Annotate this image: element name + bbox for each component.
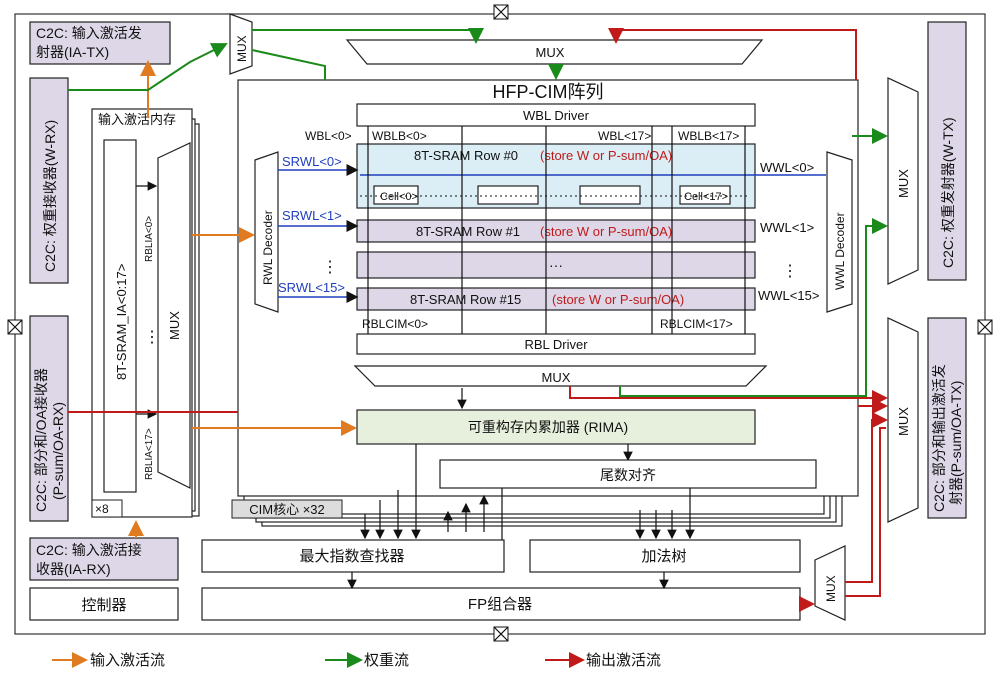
wwl-decoder-label: WWL Decoder xyxy=(833,212,847,290)
max-exp-label: 最大指数查找器 xyxy=(299,548,404,565)
ia-rx-label-2: 收器(IA-RX) xyxy=(36,561,111,577)
psum-tx-label-2: 射器(P-sum/OA-TX) xyxy=(948,381,964,505)
ia-mux-label: MUX xyxy=(167,311,182,340)
row0-label: 8T-SRAM Row #0 xyxy=(414,148,518,163)
legend-weight: 权重流 xyxy=(364,652,409,669)
mantissa-align-label: 尾数对齐 xyxy=(600,467,656,483)
w-tx-label: C2C: 权重发射器(W-TX) xyxy=(940,117,956,268)
row15-label: 8T-SRAM Row #15 xyxy=(410,292,521,307)
rima-label: 可重构存内累加器 (RIMA) xyxy=(468,419,628,435)
wwl15-label: WWL<15> xyxy=(758,288,819,303)
legend-input: 输入激活流 xyxy=(90,652,165,669)
ia-rbl-bottom: RBLIA<17> xyxy=(144,428,155,480)
legend-output: 输出激活流 xyxy=(586,652,661,669)
srwl15-label: SRWL<15> xyxy=(278,280,345,295)
ia-sram-label: 8T-SRAM_IA<0:17> xyxy=(114,264,129,380)
srwl0-label: SRWL<0> xyxy=(282,154,342,169)
ia-dots: ⋮ xyxy=(144,329,160,346)
rbl0-label: RBLCIM<0> xyxy=(362,317,428,331)
ia-count: ×8 xyxy=(95,502,109,516)
ia-tx-label-1: C2C: 输入激活发 xyxy=(36,25,142,41)
wbl-driver-label: WBL Driver xyxy=(523,108,590,123)
cell0-label: Cell<0> xyxy=(380,191,418,203)
ia-rx-label-1: C2C: 输入激活接 xyxy=(36,542,142,558)
adder-tree-label: 加法树 xyxy=(641,548,686,565)
rbl-driver-label: RBL Driver xyxy=(524,337,588,352)
row1-label: 8T-SRAM Row #1 xyxy=(416,224,520,239)
rwl-decoder-label: RWL Decoder xyxy=(261,210,275,285)
srwl1-label: SRWL<1> xyxy=(282,208,342,223)
bottom-mux-label: MUX xyxy=(542,370,571,385)
right-bottom-mux-label: MUX xyxy=(896,407,911,436)
fp-mux-label: MUX xyxy=(824,575,838,602)
w-rx-label: C2C: 权重接收器(W-RX) xyxy=(42,120,58,272)
cim-count: CIM核心 ×32 xyxy=(249,502,325,517)
psum-rx-label-2: (P-sum/OA-RX) xyxy=(50,402,66,500)
wblb0-label: WBLB<0> xyxy=(372,129,427,143)
wbl0-label: WBL<0> xyxy=(305,129,352,143)
wwl0-label: WWL<0> xyxy=(760,160,814,175)
wwl1-label: WWL<1> xyxy=(760,220,814,235)
wblb17-label: WBLB<17> xyxy=(678,129,739,143)
legend: 输入激活流 权重流 输出激活流 xyxy=(52,652,661,669)
ia-tx-label-2: 射器(IA-TX) xyxy=(36,44,109,60)
controller-label: 控制器 xyxy=(81,597,126,614)
top-left-mux-label: MUX xyxy=(235,35,249,62)
right-row-dots: ⋮ xyxy=(782,263,798,280)
cell17-label: Cell<17> xyxy=(684,191,728,203)
psum-tx-label-1: C2C: 部分和输出激活发 xyxy=(931,364,947,512)
right-top-mux-label: MUX xyxy=(896,169,911,198)
left-row-dots: ⋮ xyxy=(322,259,338,276)
row-dots: ··· xyxy=(549,257,563,273)
top-wide-mux-label: MUX xyxy=(536,45,565,60)
row15-note: (store W or P-sum/OA) xyxy=(552,292,684,307)
ia-rbl-top: RBLIA<0> xyxy=(144,216,155,262)
cim-title: HFP-CIM阵列 xyxy=(493,82,604,102)
ia-memory-title: 输入激活内存 xyxy=(98,112,176,127)
psum-rx-label-1: C2C: 部分和/OA接收器 xyxy=(33,368,49,512)
fp-combiner-label: FP组合器 xyxy=(468,596,532,613)
wbl17-label: WBL<17> xyxy=(598,129,651,143)
rbl17-label: RBLCIM<17> xyxy=(660,317,733,331)
